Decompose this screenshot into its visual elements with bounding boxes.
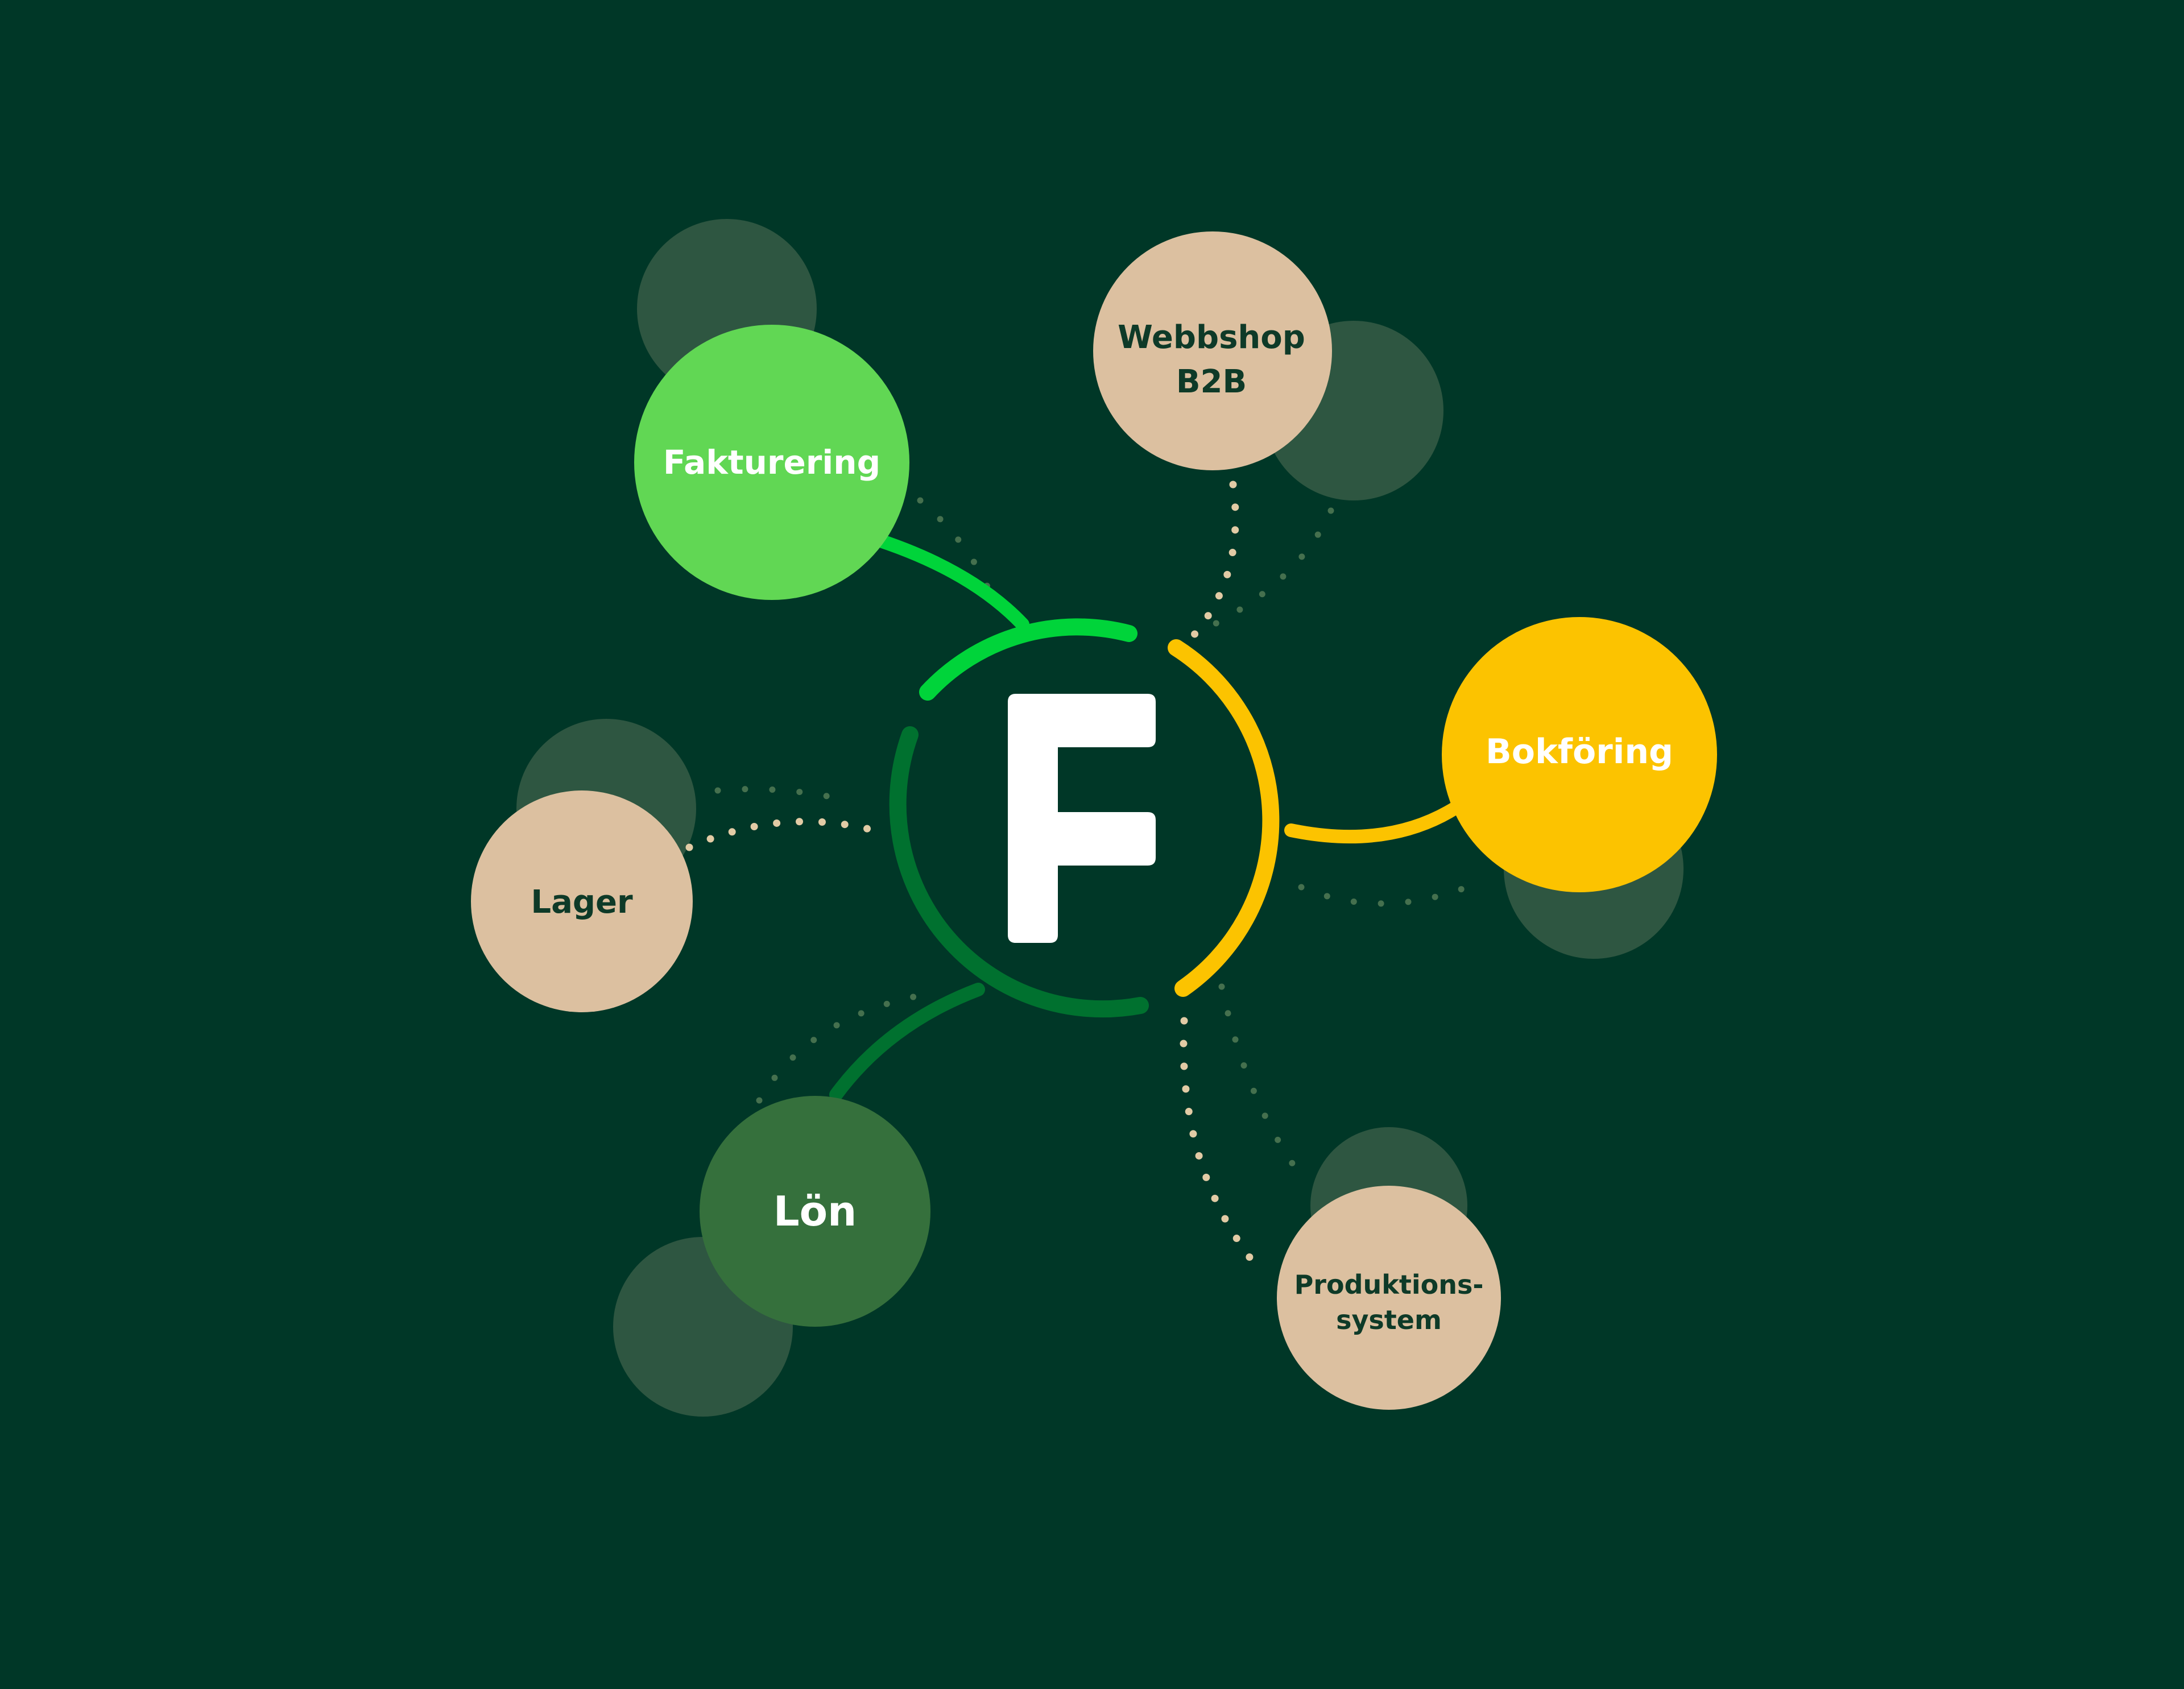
- ring-arc-yellow-right: [1168, 639, 1280, 997]
- faint-connector-lon: [756, 992, 925, 1104]
- node-produktion[interactable]: Produktions- system: [1277, 1186, 1501, 1410]
- node-label-webbshop-line2: B2B: [1176, 363, 1247, 400]
- faint-connector-produktion: [1218, 983, 1301, 1175]
- ring-arc-dark-green-left: [889, 726, 1149, 1018]
- node-lon[interactable]: Lön: [700, 1096, 930, 1327]
- node-label-bokforing: Bokföring: [1486, 732, 1673, 772]
- node-circle-fakturering: [634, 325, 909, 600]
- central-ring: [889, 618, 1280, 1018]
- connector-bokforing: [1284, 801, 1463, 844]
- node-label-lager: Lager: [531, 884, 633, 921]
- node-webbshop[interactable]: Webbshop B2B: [1093, 231, 1332, 470]
- node-circle-bokforing: [1442, 617, 1717, 892]
- f-logo-shape: [1008, 694, 1156, 943]
- node-circle-lager: [471, 790, 693, 1012]
- node-label-webbshop-line1: Webbshop: [1118, 319, 1305, 356]
- node-label-lon: Lön: [774, 1187, 857, 1235]
- node-label-produktion-line2: system: [1336, 1305, 1442, 1335]
- node-bokforing[interactable]: Bokföring: [1442, 617, 1717, 892]
- faint-dotted-connectors: [714, 497, 1478, 1175]
- f-logo-icon: F: [1008, 694, 1156, 943]
- connector-lon: [829, 983, 985, 1102]
- node-circle-lon: [700, 1096, 930, 1327]
- dotted-connector-webbshop: [1189, 481, 1239, 640]
- ring-arc-green-top: [919, 618, 1138, 701]
- node-label-produktion-line1: Produktions-: [1294, 1269, 1484, 1300]
- dotted-connector-lager: [685, 818, 873, 851]
- connector-fakturering: [863, 531, 1029, 631]
- node-circle-produktion: [1277, 1186, 1501, 1410]
- node-fakturering[interactable]: Fakturering: [634, 325, 909, 600]
- dotted-connectors: [685, 481, 1254, 1262]
- node-circle-webbshop: [1093, 231, 1332, 470]
- node-label-fakturering: Fakturering: [663, 443, 880, 482]
- node-lager[interactable]: Lager: [471, 790, 693, 1012]
- faint-connector-webbshop: [1197, 507, 1334, 635]
